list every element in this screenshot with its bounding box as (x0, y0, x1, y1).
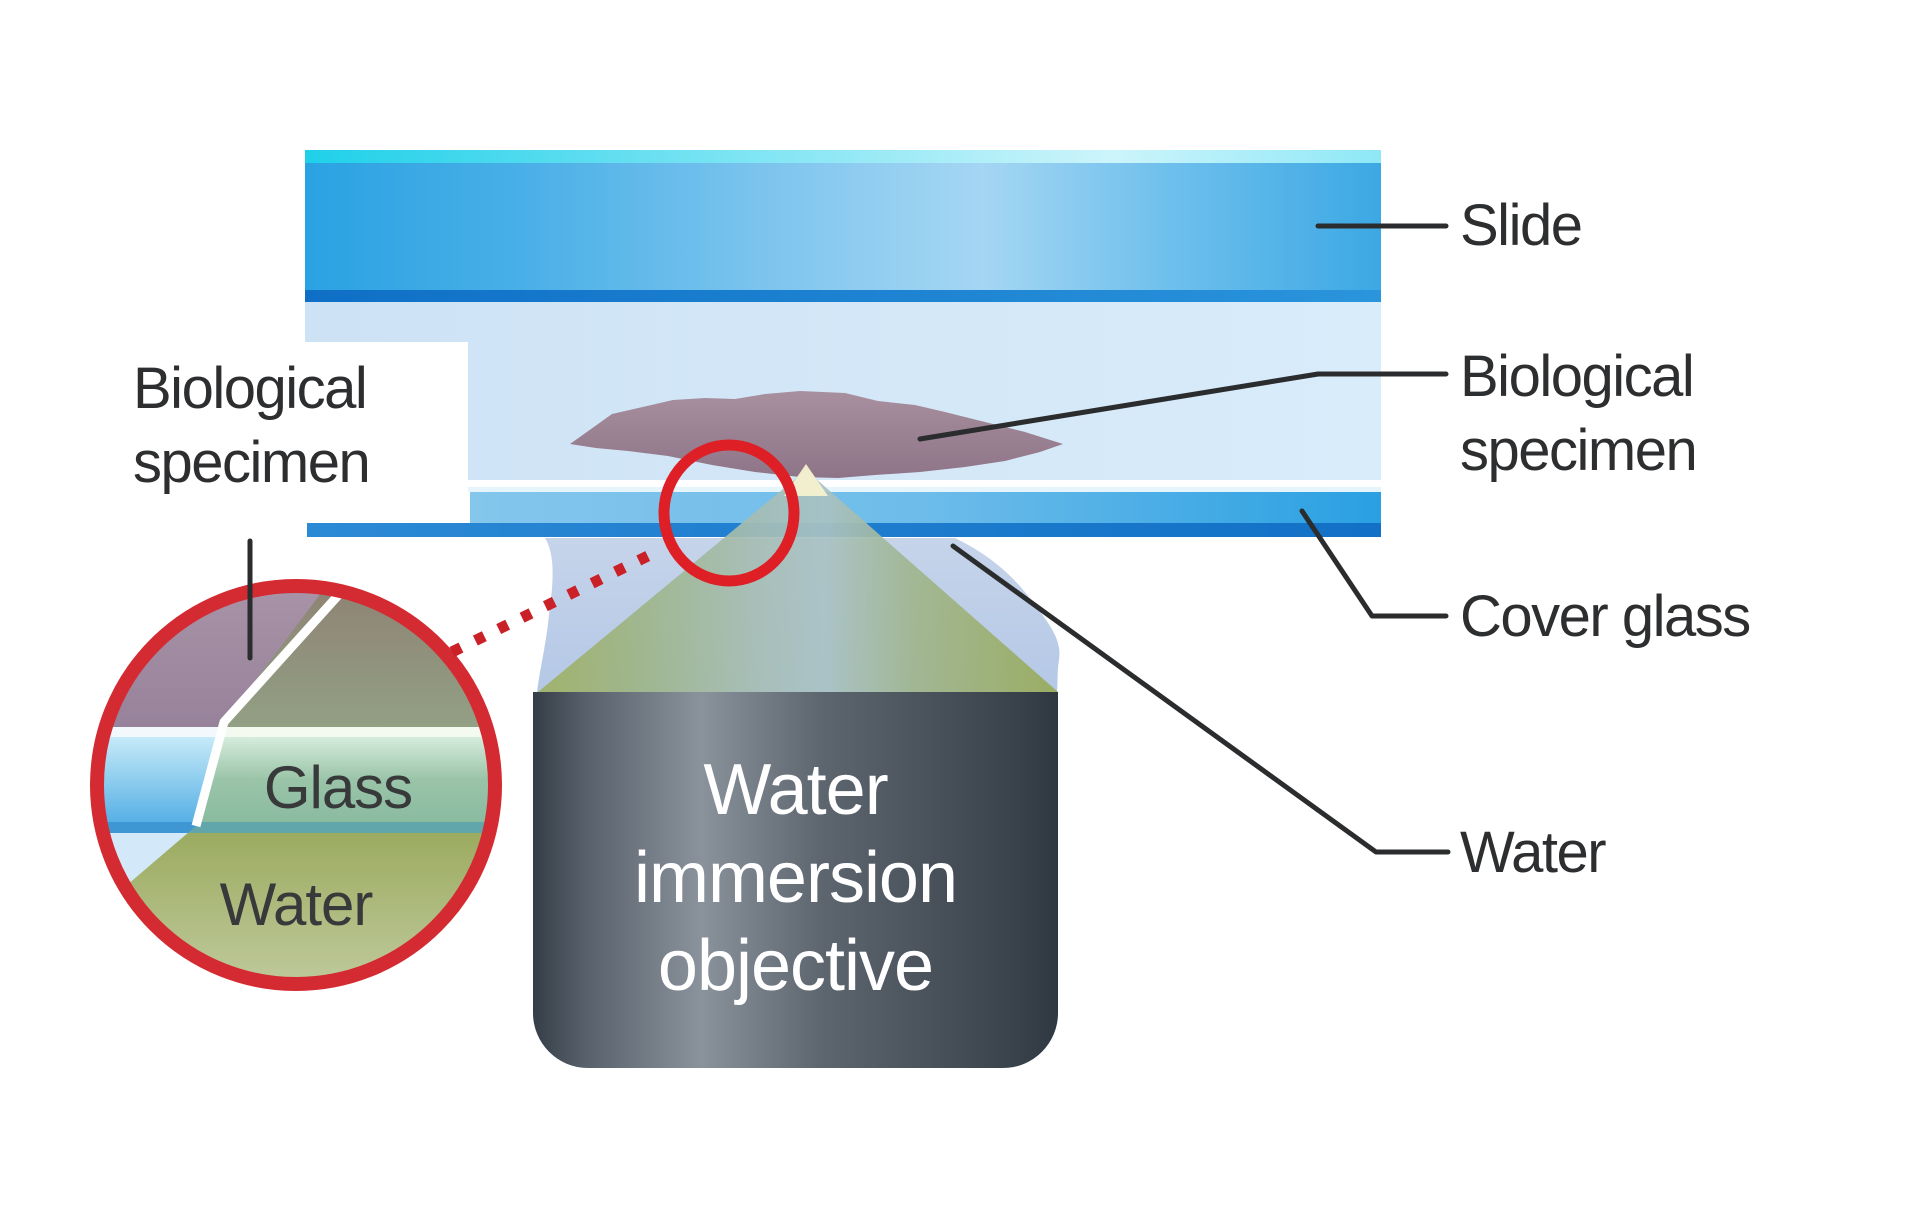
biological-specimen-shape (570, 391, 1063, 478)
specimen-label-right: Biological specimen (1460, 340, 1698, 488)
inset-glass-label: Glass (264, 754, 412, 821)
slide-label: Slide (1460, 193, 1583, 258)
inset-water-label: Water (220, 871, 373, 938)
inset-cone-edge-line (191, 586, 356, 828)
slide-bar (305, 150, 1381, 302)
water-callout-line (950, 543, 1451, 855)
light-cone (538, 470, 1058, 692)
objective-label-line3: objective (657, 926, 934, 1006)
slide-top-highlight (305, 150, 1381, 163)
slide-bottom-edge (305, 290, 1381, 302)
specimen-label-left-line2: specimen (133, 430, 371, 495)
specimen-label-left-line1: Biological (133, 356, 368, 421)
zoom-inset-ring (90, 579, 502, 991)
cover-glass-body (470, 492, 1381, 523)
water-label: Water (1460, 820, 1607, 885)
cover-glass-top-highlight (307, 487, 1381, 492)
left-label-background (118, 342, 468, 523)
objective-label-line1: Water (703, 750, 888, 830)
specimen-label-left: Biological specimen (133, 352, 371, 500)
objective-label: Water immersion objective (533, 746, 1058, 1010)
specimen-right-callout-line (917, 371, 1449, 442)
cover-glass-callout-line (1299, 508, 1449, 619)
objective-label-line2: immersion (633, 838, 958, 918)
slide-body (305, 163, 1381, 290)
specimen-label-right-line2: specimen (1460, 418, 1698, 483)
cover-glass-label: Cover glass (1460, 584, 1751, 649)
water-immersion-objective: Water immersion objective (533, 692, 1058, 1068)
specimen-label-right-line1: Biological (1460, 344, 1695, 409)
focal-point-ring (658, 439, 800, 587)
zoom-inset: Glass Water (97, 586, 495, 984)
